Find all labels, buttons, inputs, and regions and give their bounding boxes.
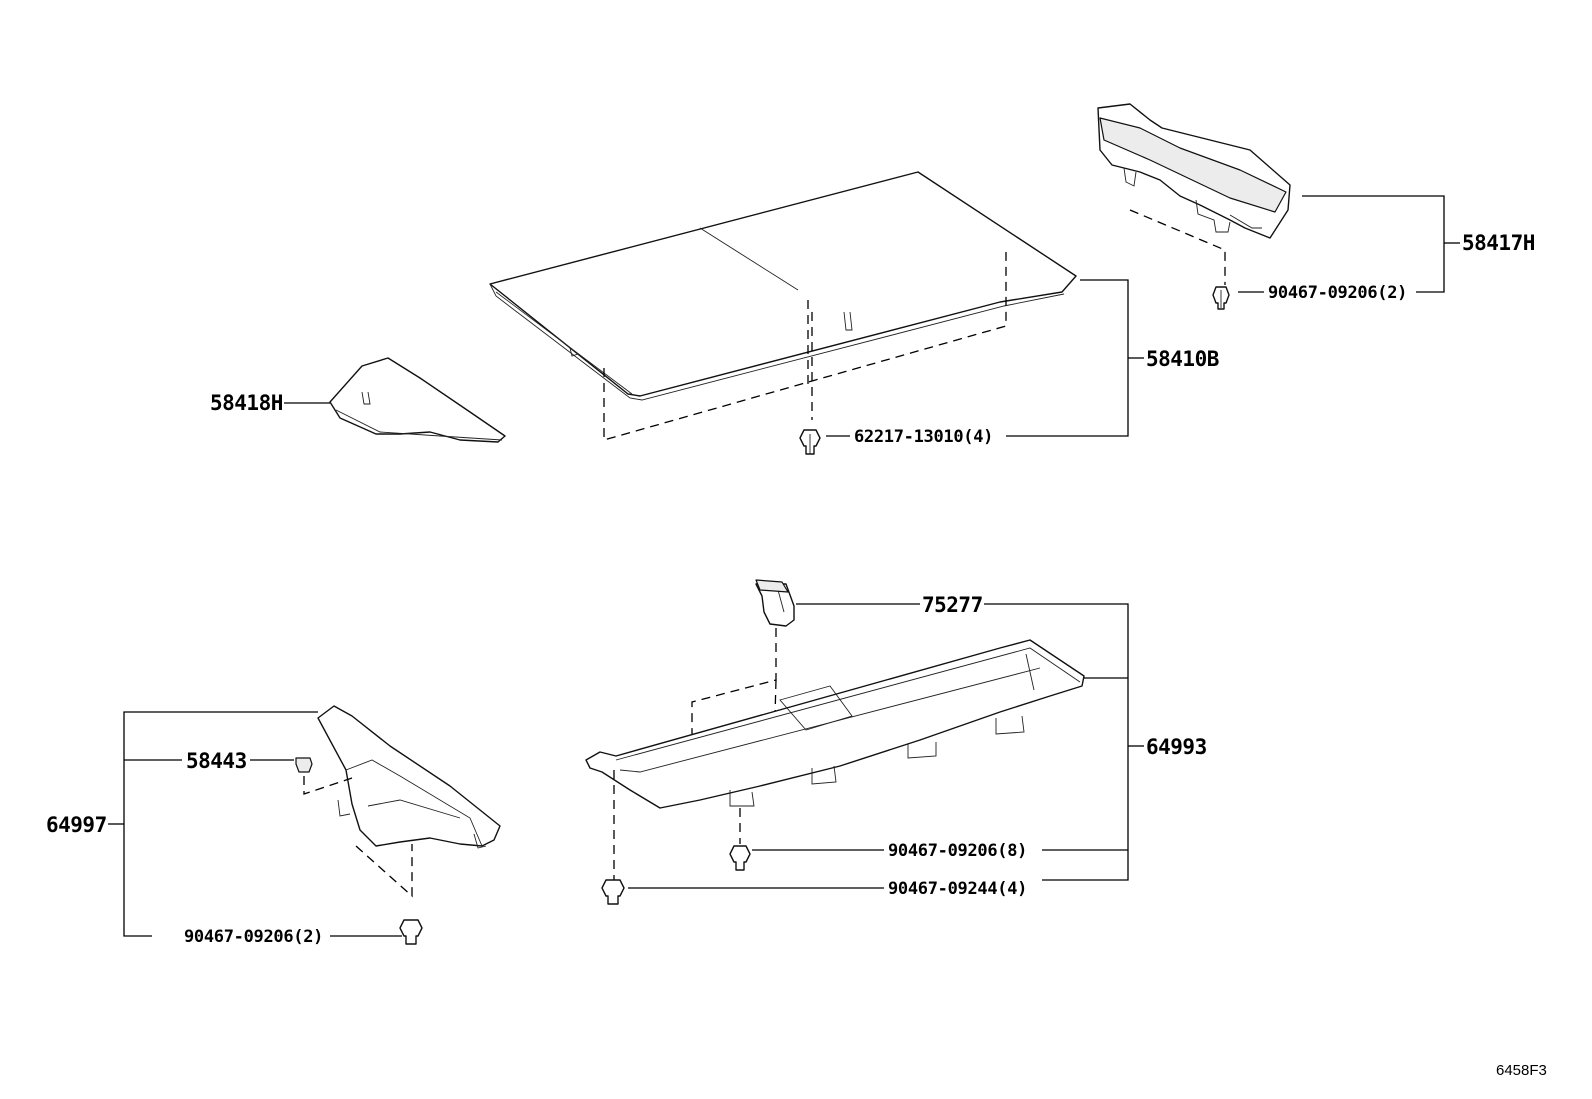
- callout-64993[interactable]: 64993: [1146, 735, 1207, 759]
- callout-90467-09206-2-left[interactable]: 90467-09206(2): [184, 927, 323, 947]
- clip-90467-09206-8-icon: [729, 845, 751, 871]
- callout-58410b[interactable]: 58410B: [1146, 347, 1219, 371]
- part-75277-cap[interactable]: [755, 579, 795, 627]
- callout-64997[interactable]: 64997: [46, 813, 107, 837]
- callout-90467-09244-4[interactable]: 90467-09244(4): [888, 879, 1027, 899]
- callout-90467-09206-2-top[interactable]: 90467-09206(2): [1268, 283, 1407, 303]
- diagram-id: 6458F3: [1496, 1062, 1547, 1079]
- clip-90467-09206-icon: [1212, 286, 1230, 310]
- callout-75277[interactable]: 75277: [922, 593, 983, 617]
- part-58417h-bracket[interactable]: [1097, 103, 1291, 239]
- part-58443-grommet[interactable]: [295, 757, 313, 773]
- clip-62217-13010-icon: [799, 429, 821, 455]
- part-64993-panel[interactable]: [585, 639, 1085, 809]
- part-64997-bracket[interactable]: [317, 705, 501, 849]
- callout-58418h[interactable]: 58418H: [210, 391, 283, 415]
- clip-90467-09206-2-left-icon: [399, 919, 423, 945]
- callout-58443[interactable]: 58443: [186, 749, 247, 773]
- callout-90467-09206-8[interactable]: 90467-09206(8): [888, 841, 1027, 861]
- clip-90467-09244-4-icon: [601, 879, 625, 905]
- callout-58417h[interactable]: 58417H: [1462, 231, 1535, 255]
- callout-62217-13010-4[interactable]: 62217-13010(4): [854, 427, 993, 447]
- part-58418h-cover[interactable]: [329, 357, 506, 443]
- part-58410b-tray[interactable]: [489, 171, 1077, 401]
